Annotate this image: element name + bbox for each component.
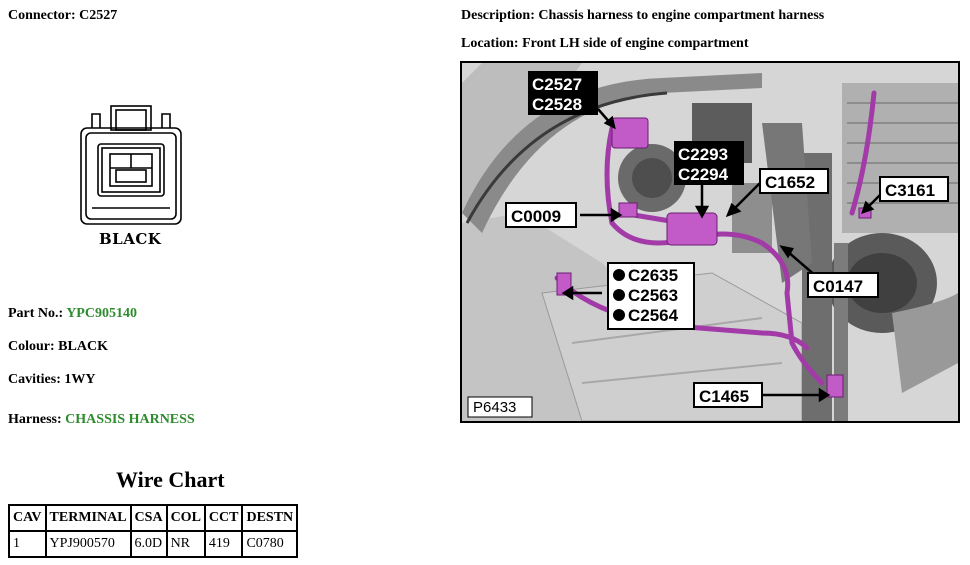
connector-label: Connector: (8, 8, 76, 23)
harness-value: CHASSIS HARNESS (65, 412, 195, 427)
connector-colour-caption: BLACK (99, 230, 162, 248)
part-no-field: Part No.: YPC905140 (8, 306, 137, 322)
colour-label: Colour: (8, 339, 55, 354)
connector-value: C2527 (79, 8, 118, 23)
wire-chart-table: CAV TERMINAL CSA COL CCT DESTN 1 YPJ9005… (8, 504, 299, 558)
callout-c2635: C2635 (628, 266, 678, 285)
callout-c1652: C1652 (765, 173, 815, 192)
header-cav: CAV (8, 504, 47, 532)
callout-c2527: C2527 (532, 75, 582, 94)
engine-compartment-illustration: C2527 C2528 C2293 C2294 C1652 C3161 C000… (460, 61, 960, 423)
location-value: Front LH side of engine compartment (522, 36, 749, 51)
cell-terminal: YPJ900570 (44, 530, 132, 558)
callout-c3161: C3161 (885, 181, 935, 200)
cavities-field: Cavities: 1WY (8, 372, 96, 388)
cell-cav: 1 (8, 530, 47, 558)
header-terminal: TERMINAL (44, 504, 132, 532)
callout-c0009: C0009 (511, 207, 561, 226)
table-row: 1 YPJ900570 6.0D NR 419 C0780 (8, 530, 299, 558)
wire-chart-title: Wire Chart (116, 467, 225, 492)
connector-face-drawing (78, 104, 184, 230)
location-label: Location: (461, 36, 519, 51)
part-no-value: YPC905140 (66, 306, 137, 321)
callout-c2528: C2528 (532, 95, 582, 114)
part-no-label: Part No.: (8, 306, 64, 321)
harness-field: Harness: CHASSIS HARNESS (8, 412, 195, 428)
description-value: Chassis harness to engine compartment ha… (538, 8, 825, 23)
callout-c0147: C0147 (813, 277, 863, 296)
header-col: COL (165, 504, 206, 532)
colour-field: Colour: BLACK (8, 339, 108, 355)
callout-c2564: C2564 (628, 306, 679, 325)
callout-c2294: C2294 (678, 165, 729, 184)
header-destn: DESTN (241, 504, 299, 532)
cell-cct: 419 (203, 530, 244, 558)
header-cct: CCT (203, 504, 244, 532)
harness-label: Harness: (8, 412, 62, 427)
connector-field: Connector: C2527 (8, 8, 117, 24)
cell-col: NR (165, 530, 206, 558)
description-label: Description: (461, 8, 535, 23)
figure-id: P6433 (473, 399, 516, 416)
cavities-value: 1WY (64, 372, 96, 387)
cell-destn: C0780 (241, 530, 299, 558)
header-csa: CSA (129, 504, 168, 532)
callout-c1465: C1465 (699, 387, 749, 406)
colour-value: BLACK (58, 339, 108, 354)
description-field: Description: Chassis harness to engine c… (461, 8, 824, 24)
callout-c2563: C2563 (628, 286, 678, 305)
cavities-label: Cavities: (8, 372, 61, 387)
cell-csa: 6.0D (129, 530, 168, 558)
location-field: Location: Front LH side of engine compar… (461, 36, 749, 52)
wire-chart-header-row: CAV TERMINAL CSA COL CCT DESTN (8, 504, 299, 532)
callout-c2293: C2293 (678, 145, 728, 164)
